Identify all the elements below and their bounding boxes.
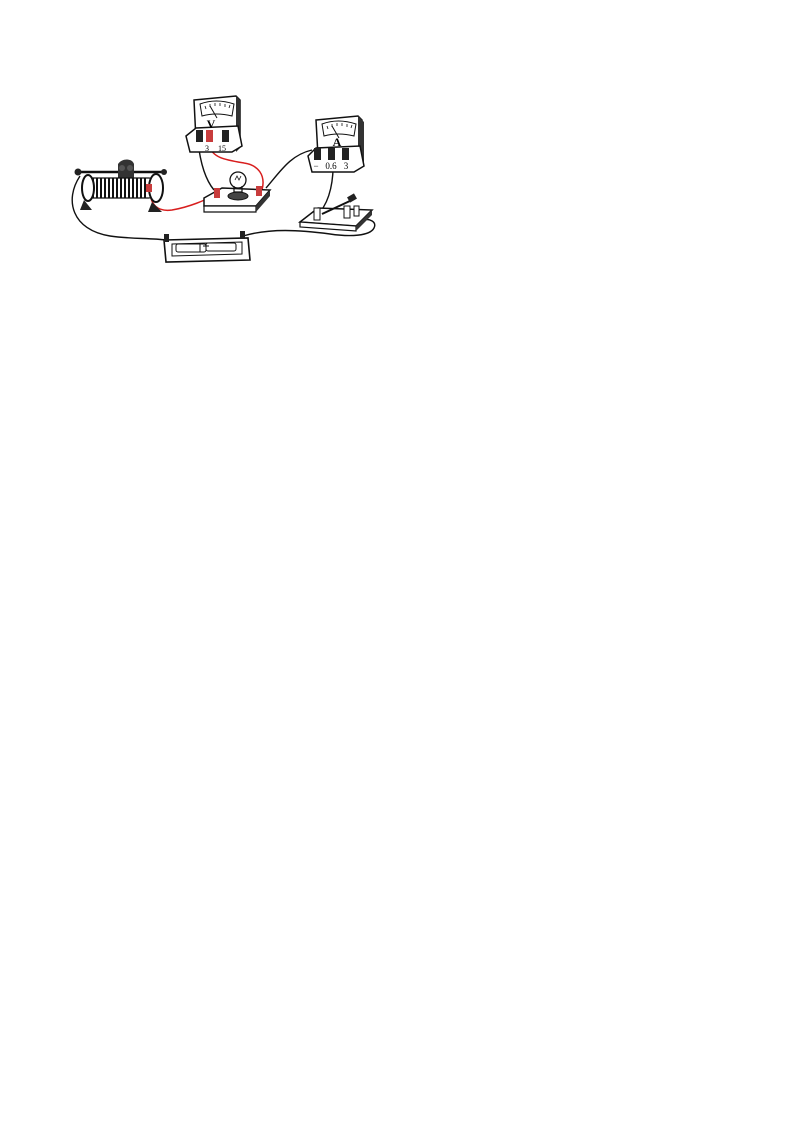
voltmeter-terminal-label-3: 3 [205,144,209,153]
voltmeter-icon: V 3 15 [185,95,243,153]
wire-lamp-ammeter [265,149,313,189]
ammeter-terminal-label-minus: − [313,161,318,171]
voltmeter-symbol: V [207,117,216,131]
ammeter-terminal-label-0-6: 0.6 [325,161,337,171]
rheostat-icon [74,159,167,212]
battery-icon [163,231,251,263]
lamp-icon [203,171,272,213]
wire-battery-switch [242,218,376,237]
ammeter-symbol: A [333,135,342,149]
wire-red-voltmeter-lamp [208,144,264,191]
wire-rheostat-battery [71,175,167,241]
voltmeter-terminal-label-15: 15 [218,144,226,153]
ammeter-terminal-label-3: 3 [344,161,349,171]
switch-icon [297,193,374,232]
ammeter-icon: A − 0.6 3 [307,115,365,173]
